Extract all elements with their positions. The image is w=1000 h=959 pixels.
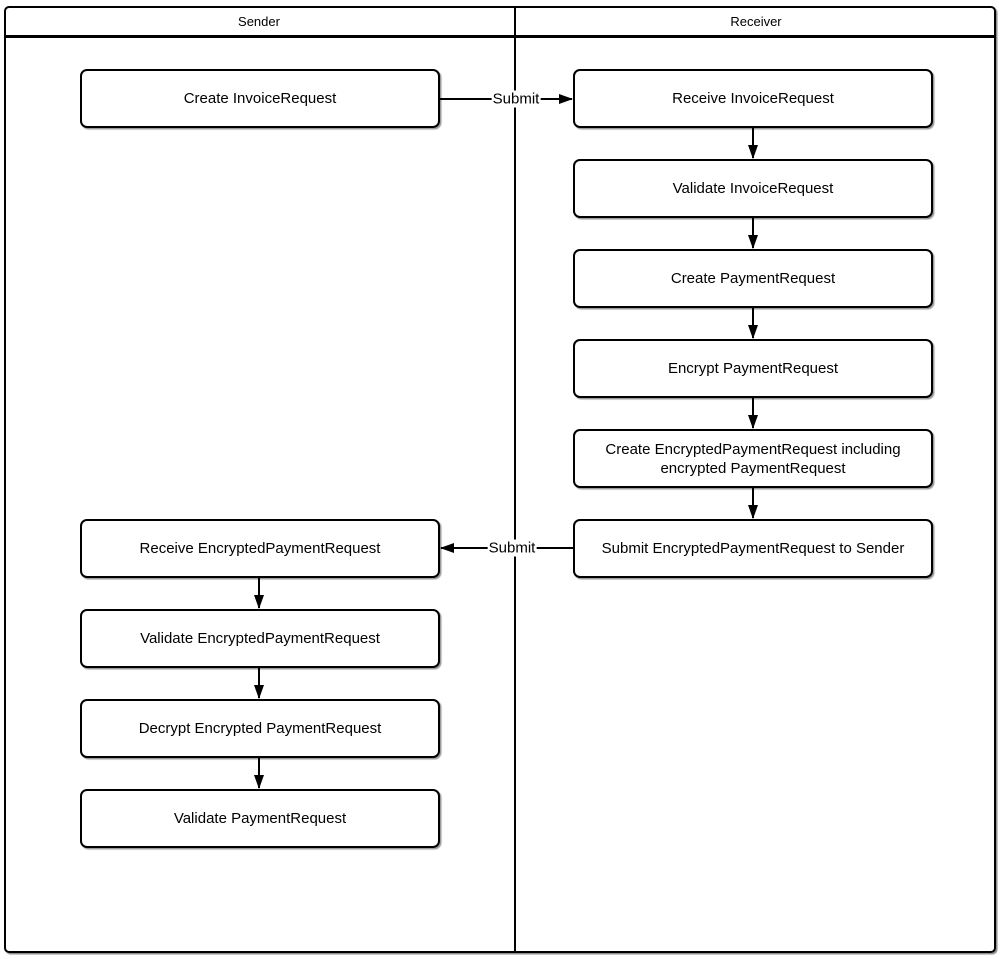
node-validate-payment-request: Validate PaymentRequest bbox=[80, 789, 440, 848]
node-submit-encrypted-payment-request: Submit EncryptedPaymentRequest to Sender bbox=[573, 519, 933, 578]
node-label: Receive EncryptedPaymentRequest bbox=[139, 540, 381, 557]
diagram-frame bbox=[4, 6, 996, 953]
node-label: Encrypt PaymentRequest bbox=[667, 360, 839, 377]
node-label: Receive InvoiceRequest bbox=[672, 90, 834, 107]
node-label: Validate InvoiceRequest bbox=[672, 180, 834, 197]
node-label: Validate EncryptedPaymentRequest bbox=[140, 630, 380, 647]
node-decrypt-encrypted-payment-request: Decrypt Encrypted PaymentRequest bbox=[80, 699, 440, 758]
node-label: Decrypt Encrypted PaymentRequest bbox=[138, 720, 382, 737]
node-receive-invoice-request: Receive InvoiceRequest bbox=[573, 69, 933, 128]
node-validate-invoice-request: Validate InvoiceRequest bbox=[573, 159, 933, 218]
node-label: Create EncryptedPaymentRequest including… bbox=[605, 440, 901, 477]
lane-header-sender: Sender bbox=[4, 7, 514, 35]
lane-header-receiver: Receiver bbox=[516, 7, 996, 35]
node-label: Create PaymentRequest bbox=[670, 270, 836, 287]
node-encrypt-payment-request: Encrypt PaymentRequest bbox=[573, 339, 933, 398]
edge-label-submit-encrypted: Submit bbox=[487, 539, 537, 557]
node-label: Create InvoiceRequest bbox=[183, 90, 337, 107]
lane-header-separator bbox=[4, 35, 996, 38]
swimlane-divider bbox=[514, 6, 516, 953]
lane-header-receiver-label: Receiver bbox=[730, 13, 782, 29]
node-receive-encrypted-payment-request: Receive EncryptedPaymentRequest bbox=[80, 519, 440, 578]
lane-header-sender-label: Sender bbox=[238, 13, 280, 29]
node-create-invoice-request: Create InvoiceRequest bbox=[80, 69, 440, 128]
node-validate-encrypted-payment-request: Validate EncryptedPaymentRequest bbox=[80, 609, 440, 668]
edge-label-submit-invoice: Submit bbox=[491, 90, 541, 108]
node-create-encrypted-payment-request: Create EncryptedPaymentRequest including… bbox=[573, 429, 933, 488]
node-create-payment-request: Create PaymentRequest bbox=[573, 249, 933, 308]
node-label: Submit EncryptedPaymentRequest to Sender bbox=[601, 540, 905, 557]
node-label: Validate PaymentRequest bbox=[173, 810, 347, 827]
